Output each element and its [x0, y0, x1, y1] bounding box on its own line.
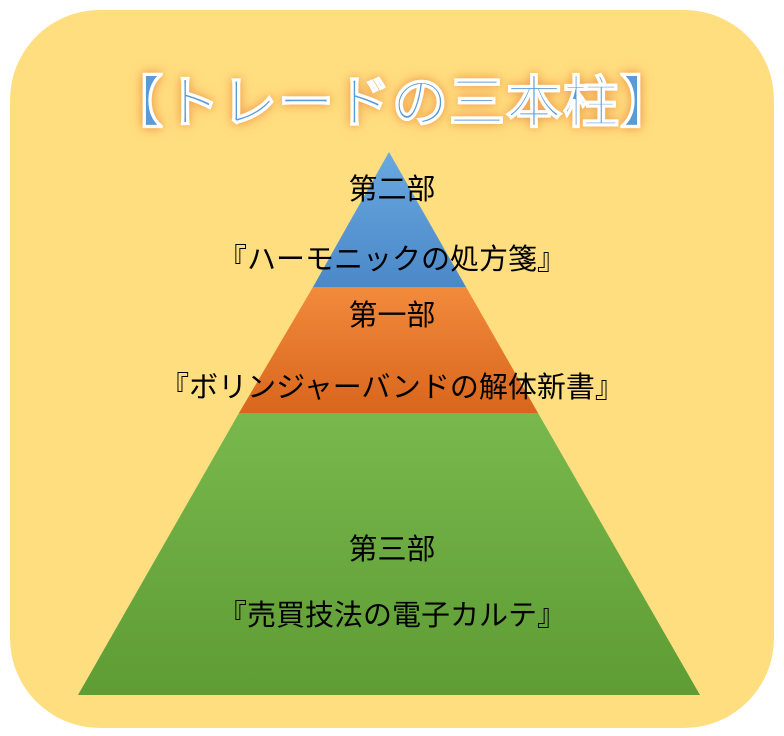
- tier-top-name: 『ハーモニックの処方箋』: [217, 242, 566, 276]
- diagram-title: 【トレードの三本柱】: [106, 70, 677, 137]
- pyramid-tier-middle: [239, 287, 538, 413]
- tier-bottom-name: 『売買技法の電子カルテ』: [217, 598, 566, 632]
- tier-bottom-part: 第三部: [348, 532, 436, 566]
- tier-middle-name: 『ボリンジャーバンドの解体新書』: [160, 370, 624, 404]
- pyramid-tier-top: [313, 152, 466, 287]
- tier-middle-part: 第一部: [348, 298, 436, 332]
- tier-top-part: 第二部: [348, 172, 436, 206]
- pyramid-tier-bottom: [78, 413, 700, 695]
